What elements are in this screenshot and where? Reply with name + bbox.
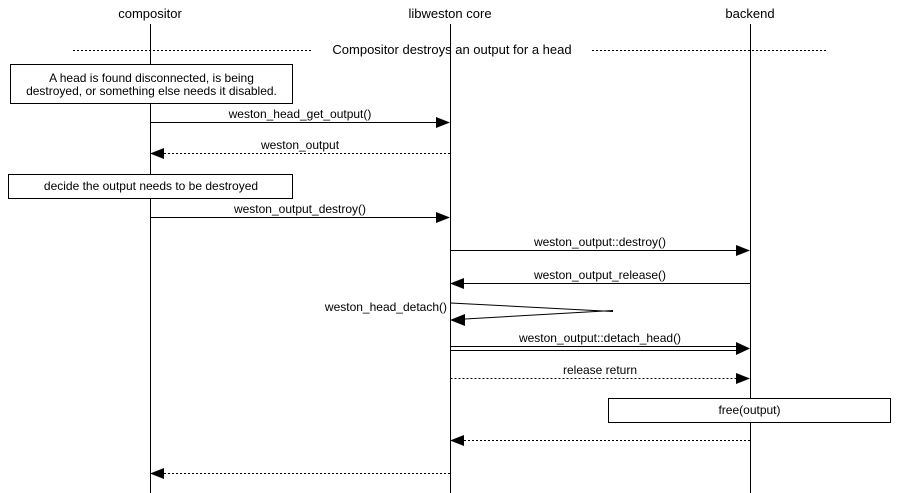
actor-backend: backend <box>725 6 775 21</box>
label-weston-output-return: weston_output <box>260 138 340 152</box>
note-free-output: free(output) <box>718 403 781 417</box>
note-decide-destroy: decide the output needs to be destroyed <box>43 179 259 193</box>
arrow-weston-output-destroy <box>150 212 450 223</box>
note-box-head-disconnected <box>10 64 293 104</box>
note-box-free-output <box>608 398 891 423</box>
label-weston-output-release: weston_output_release() <box>533 268 667 282</box>
label-weston-output-destroy-vfunc: weston_output::destroy() <box>533 235 667 249</box>
arrow-weston-output-release <box>450 278 751 289</box>
note-head-disconnected: A head is found disconnected, is being d… <box>26 70 277 98</box>
label-release-return: release return <box>562 363 638 377</box>
arrow-return-to-compositor <box>150 468 451 479</box>
arrow-return-to-libweston <box>450 435 751 446</box>
label-weston-output-destroy: weston_output_destroy() <box>233 202 367 216</box>
actor-libweston-core: libweston core <box>408 6 492 21</box>
note-box-decide-destroy <box>8 174 293 199</box>
actor-compositor: compositor <box>118 6 182 21</box>
arrow-weston-output-return <box>150 148 450 159</box>
arrow-weston-head-detach-self <box>450 302 614 326</box>
arrow-weston-head-get-output <box>150 117 450 128</box>
arrow-release-return <box>450 373 750 384</box>
label-weston-output-detach-head: weston_output::detach_head() <box>518 331 682 345</box>
divider-title: Compositor destroys an output for a head <box>332 42 572 57</box>
label-weston-head-get-output: weston_head_get_output() <box>228 107 372 121</box>
label-weston-head-detach: weston_head_detach() <box>324 300 447 314</box>
arrow-weston-output-detach-head <box>450 342 750 355</box>
arrow-weston-output-destroy-vfunc <box>450 245 750 256</box>
